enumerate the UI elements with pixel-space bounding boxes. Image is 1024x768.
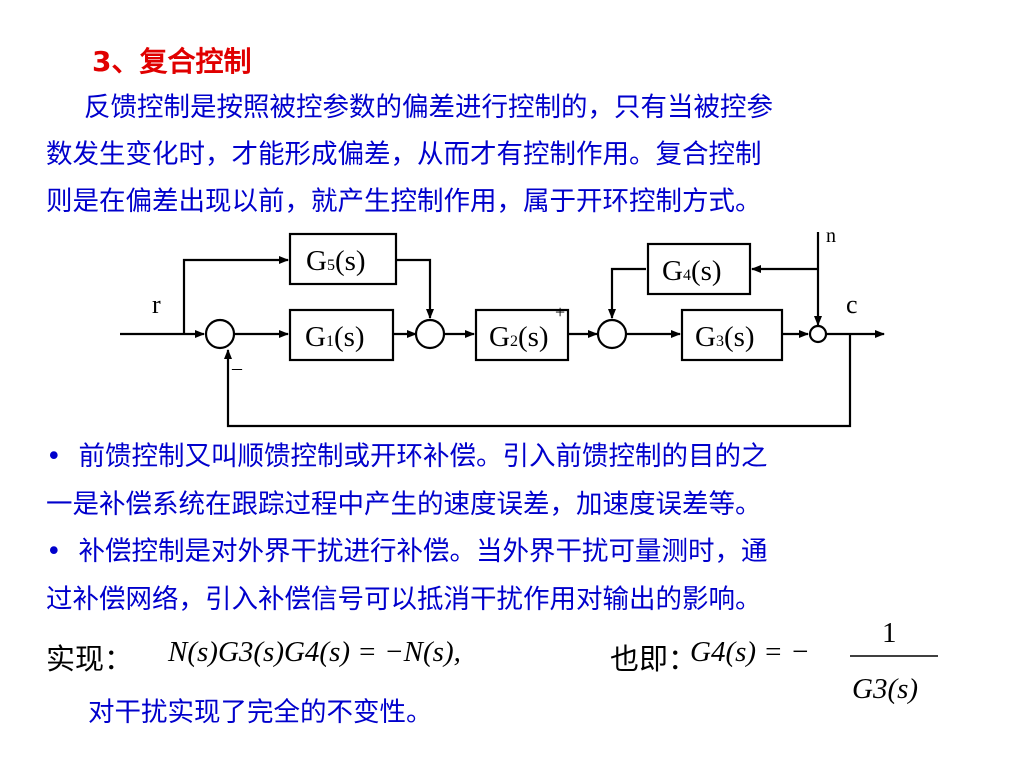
feedforward-path [182, 256, 289, 334]
block-g1 [288, 308, 395, 362]
intro-line-3: 则是在偏差出现以前，就产生控制作用，属于开环控制方式。 [46, 186, 762, 217]
equation-2-lhs: G4(s) = − [690, 636, 810, 668]
feedback-path [224, 334, 852, 428]
fraction-denominator: G3(s) [852, 673, 918, 705]
block-g2 [474, 308, 570, 362]
summing-junction-4 [808, 324, 828, 344]
section-title: 3、复合控制 [92, 45, 252, 78]
block-g3 [680, 308, 784, 362]
label-plus: + [555, 302, 565, 322]
block-g5-label: G5(s) [306, 245, 366, 277]
intro-line-1: 反馈控制是按照被控参数的偏差进行控制的，只有当被控参 [84, 92, 773, 123]
conclusion: 对干扰实现了完全的不变性。 [88, 697, 433, 728]
block-g5 [288, 232, 398, 286]
also-label: 也即： [610, 642, 698, 676]
fraction-numerator: 1 [882, 617, 897, 649]
block-g4 [646, 242, 752, 296]
bullet-marker: • [46, 441, 62, 472]
realization-label: 实现： [46, 642, 134, 676]
label-minus: – [231, 357, 243, 379]
summing-junction-1 [204, 318, 236, 350]
intro-paragraph: 反馈控制是按照被控参数的偏差进行控制的，只有当被控参 数发生变化时，才能形成偏差… [46, 84, 773, 225]
bullet-compensation: • 补偿控制是对外界干扰进行补偿。当外界干扰可量测时，通 过补偿网络，引入补偿信… [46, 536, 768, 615]
equation-1: N(s)G3(s)G4(s) = −N(s), [168, 636, 461, 668]
label-n: n [826, 225, 836, 247]
label-c: c [846, 290, 858, 319]
block-g2-label: G2(s) [489, 321, 549, 353]
intro-line-2: 数发生变化时，才能形成偏差，从而才有控制作用。复合控制 [46, 139, 762, 170]
block-g4-label: G4(s) [662, 255, 722, 287]
summing-junction-3 [596, 318, 628, 350]
label-r: r [152, 290, 161, 319]
summing-junction-2 [414, 318, 446, 350]
bullet-marker: • [46, 536, 62, 567]
bullet-feedforward: • 前馈控制又叫顺馈控制或开环补偿。引入前馈控制的目的之 一是补偿系统在跟踪过程… [46, 441, 768, 520]
block-g1-label: G1(s) [305, 321, 365, 353]
block-g3-label: G3(s) [695, 321, 755, 353]
